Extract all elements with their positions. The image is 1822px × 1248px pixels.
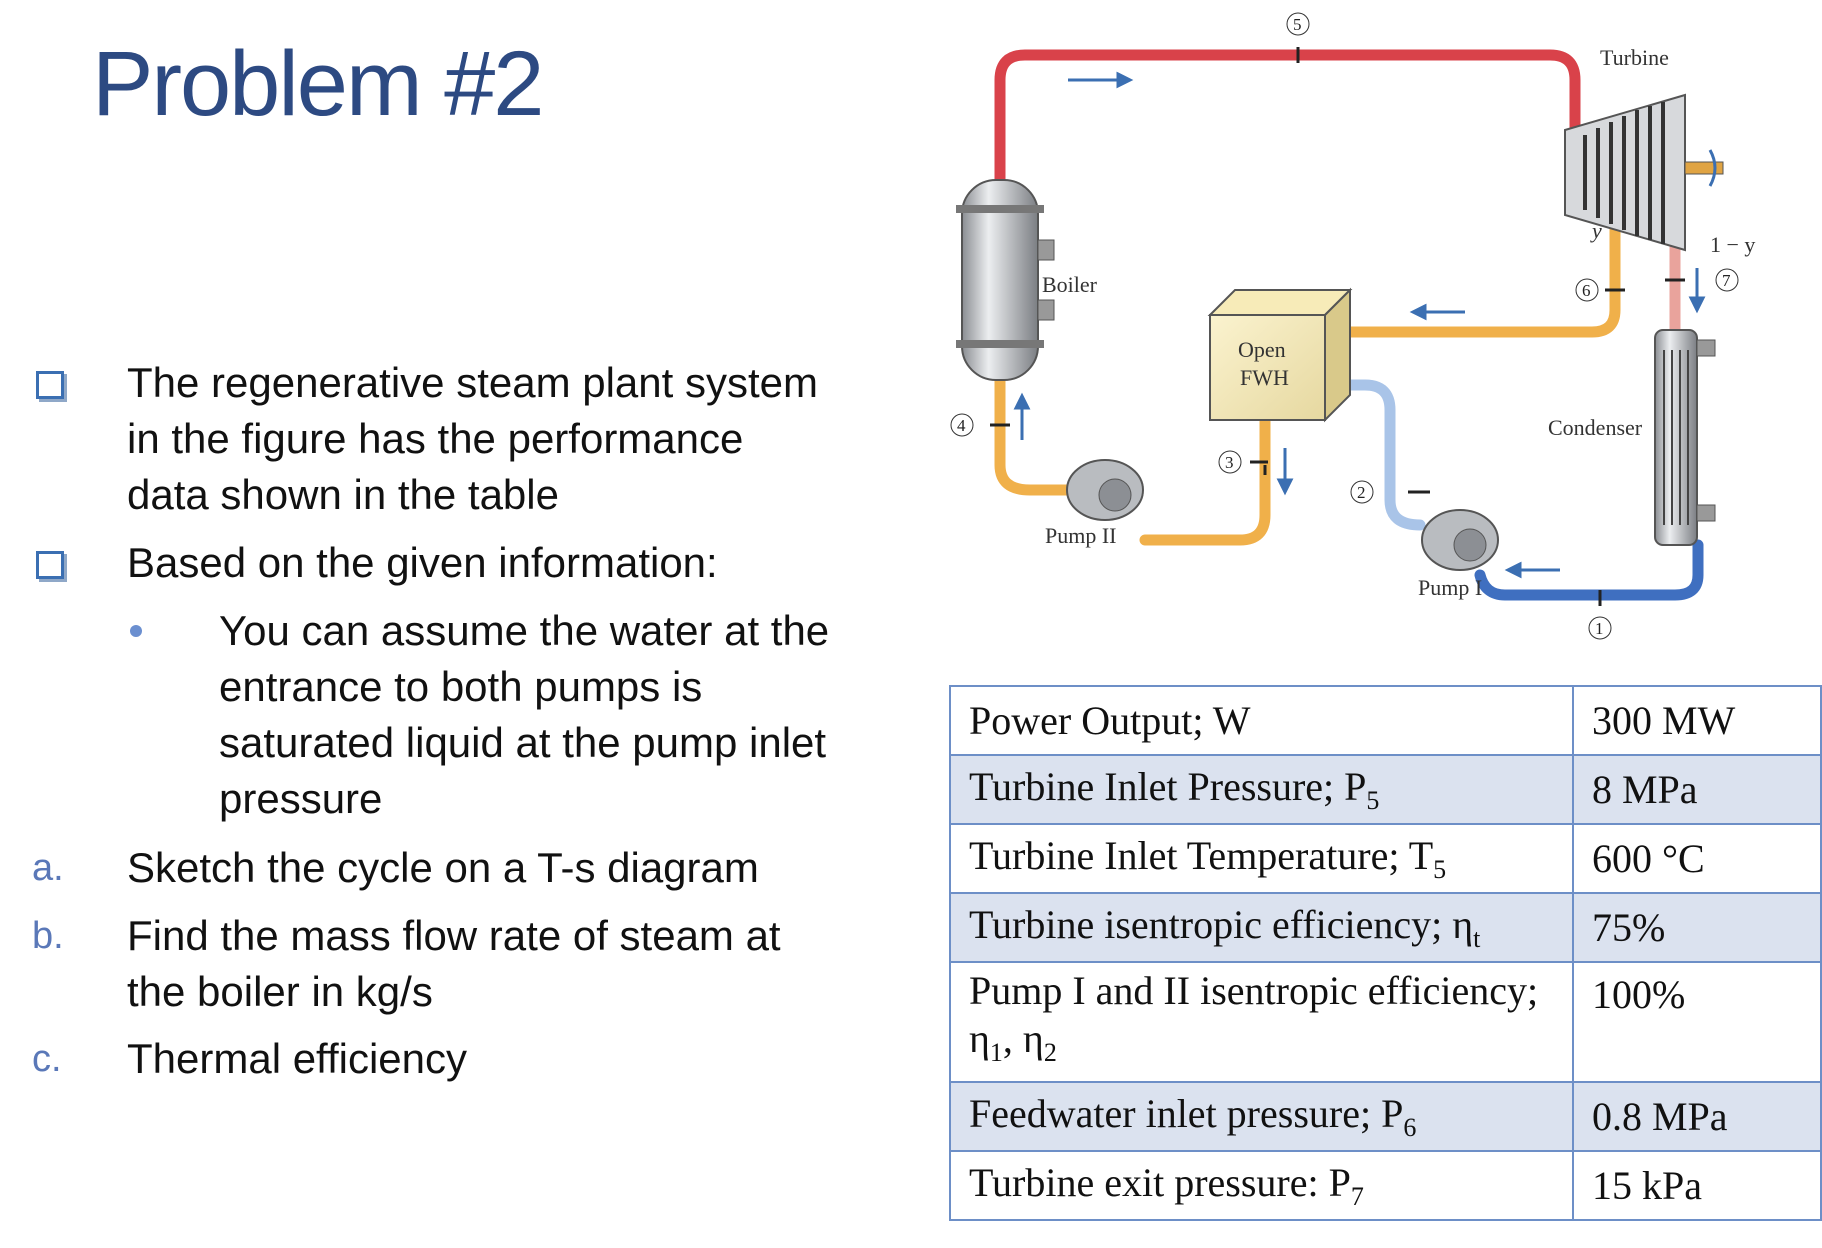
pump-1-label: Pump I — [1418, 575, 1482, 600]
table-key: Turbine Inlet Temperature; T5 — [949, 823, 1574, 894]
table-value: 0.8 MPa — [1571, 1081, 1822, 1152]
boiler-label: Boiler — [1042, 272, 1098, 297]
item-a: Sketch the cycle on a T-s diagram — [127, 840, 759, 896]
item-c: Thermal efficiency — [127, 1031, 467, 1087]
pipe-pump2-4 — [994, 374, 1076, 496]
pump-2-label: Pump II — [1045, 523, 1117, 548]
turbine-label: Turbine — [1600, 45, 1669, 70]
state-1-label: 1 — [1595, 619, 1604, 638]
pipe-pump1-2 — [1332, 379, 1426, 531]
table-row: Turbine exit pressure: P7 15 kPa — [949, 1150, 1822, 1221]
bullet-3: You can assume the water at the entrance… — [219, 603, 829, 827]
state-6-label: 6 — [1582, 281, 1591, 300]
table-key: Turbine exit pressure: P7 — [949, 1150, 1574, 1221]
performance-data-table: Power Output; W 300 MW Turbine Inlet Pre… — [949, 685, 1822, 1221]
table-row: Pump I and II isentropic efficiency; η1,… — [949, 961, 1822, 1083]
pipe-hot-5 — [994, 49, 1581, 186]
state-1: 1 — [1588, 590, 1612, 640]
bullet-line: data shown in the table — [127, 471, 559, 518]
bullet-dot-icon — [130, 625, 142, 637]
table-value: 600 °C — [1571, 823, 1822, 894]
list-marker-c: c. — [32, 1038, 62, 1080]
table-value: 300 MW — [1571, 685, 1822, 756]
item-b: Find the mass flow rate of steam at the … — [127, 908, 781, 1020]
table-row: Turbine Inlet Pressure; P5 8 MPa — [949, 754, 1822, 825]
turbine: Turbine y 1 − y — [1564, 45, 1755, 257]
condenser-label: Condenser — [1548, 415, 1643, 440]
table-row: Turbine isentropic efficiency; ηt 75% — [949, 892, 1822, 963]
bullet-2: Based on the given information: — [127, 535, 718, 591]
table-row: Power Output; W 300 MW — [949, 685, 1822, 756]
state-5: 5 — [1286, 12, 1310, 63]
bullet-line: entrance to both pumps is — [219, 663, 703, 710]
table-key: Turbine isentropic efficiency; ηt — [949, 892, 1574, 963]
pump-1: Pump I — [1418, 509, 1499, 600]
bullet-line: saturated liquid at the pump inlet — [219, 719, 827, 766]
table-key: Feedwater inlet pressure; P6 — [949, 1081, 1574, 1152]
page-title: Problem #2 — [92, 33, 544, 135]
state-7: 7 — [1665, 268, 1739, 292]
regenerative-cycle-diagram: Boiler Open FWH Turbine y 1 − y Condens — [950, 12, 1755, 640]
state-3: 3 — [1218, 450, 1268, 475]
state-2-label: 2 — [1357, 483, 1366, 502]
bullet-line: Find the mass flow rate of steam at — [127, 912, 781, 959]
state-3-label: 3 — [1225, 453, 1234, 472]
table-value: 8 MPa — [1571, 754, 1822, 825]
state-5-label: 5 — [1293, 15, 1302, 34]
bullet-line: Sketch the cycle on a T-s diagram — [127, 844, 759, 891]
condenser: Condenser — [1548, 329, 1716, 546]
pipe-fwh-3 — [1139, 414, 1271, 546]
state-2: 2 — [1350, 480, 1430, 504]
bullet-line: The regenerative steam plant system — [127, 359, 818, 406]
bullet-line: in the figure has the performance — [127, 415, 744, 462]
table-value: 100% — [1571, 961, 1822, 1083]
bullet-line: Thermal efficiency — [127, 1035, 468, 1082]
y-label: y — [1590, 218, 1602, 243]
bullet-line: the boiler in kg/s — [127, 968, 433, 1015]
bullet-line: Based on the given information: — [127, 539, 718, 586]
table-row: Feedwater inlet pressure; P6 0.8 MPa — [949, 1081, 1822, 1152]
state-4-label: 4 — [957, 416, 966, 435]
state-7-label: 7 — [1722, 271, 1731, 290]
state-4: 4 — [950, 413, 1010, 437]
table-value: 15 kPa — [1571, 1150, 1822, 1221]
fwh-label-fwh: FWH — [1240, 365, 1289, 390]
table-value: 75% — [1571, 892, 1822, 963]
table-key: Power Output; W — [949, 685, 1574, 756]
state-6: 6 — [1575, 278, 1625, 302]
boiler: Boiler — [956, 179, 1098, 381]
one-minus-y-label: 1 − y — [1710, 232, 1755, 257]
steam-pipes — [994, 49, 1704, 601]
bullet-line: You can assume the water at the — [219, 607, 830, 654]
pipe-bleed-6 — [1332, 219, 1621, 338]
state-markers: 1 2 3 4 5 6 7 — [950, 12, 1739, 640]
list-marker-b: b. — [32, 915, 64, 957]
bullet-line: pressure — [219, 775, 383, 822]
list-marker-a: a. — [32, 847, 64, 889]
table-row: Turbine Inlet Temperature; T5 600 °C — [949, 823, 1822, 894]
table-key: Turbine Inlet Pressure; P5 — [949, 754, 1574, 825]
table-key: Pump I and II isentropic efficiency; η1,… — [949, 961, 1574, 1083]
checkbox-icon — [36, 371, 64, 399]
pipe-condensate-1 — [1474, 539, 1704, 601]
bullet-1: The regenerative steam plant system in t… — [127, 355, 818, 523]
checkbox-icon — [36, 551, 64, 579]
fwh-label-open: Open — [1238, 337, 1286, 362]
open-feedwater-heater: Open FWH — [1207, 287, 1353, 423]
pump-2: Pump II — [1045, 459, 1144, 548]
